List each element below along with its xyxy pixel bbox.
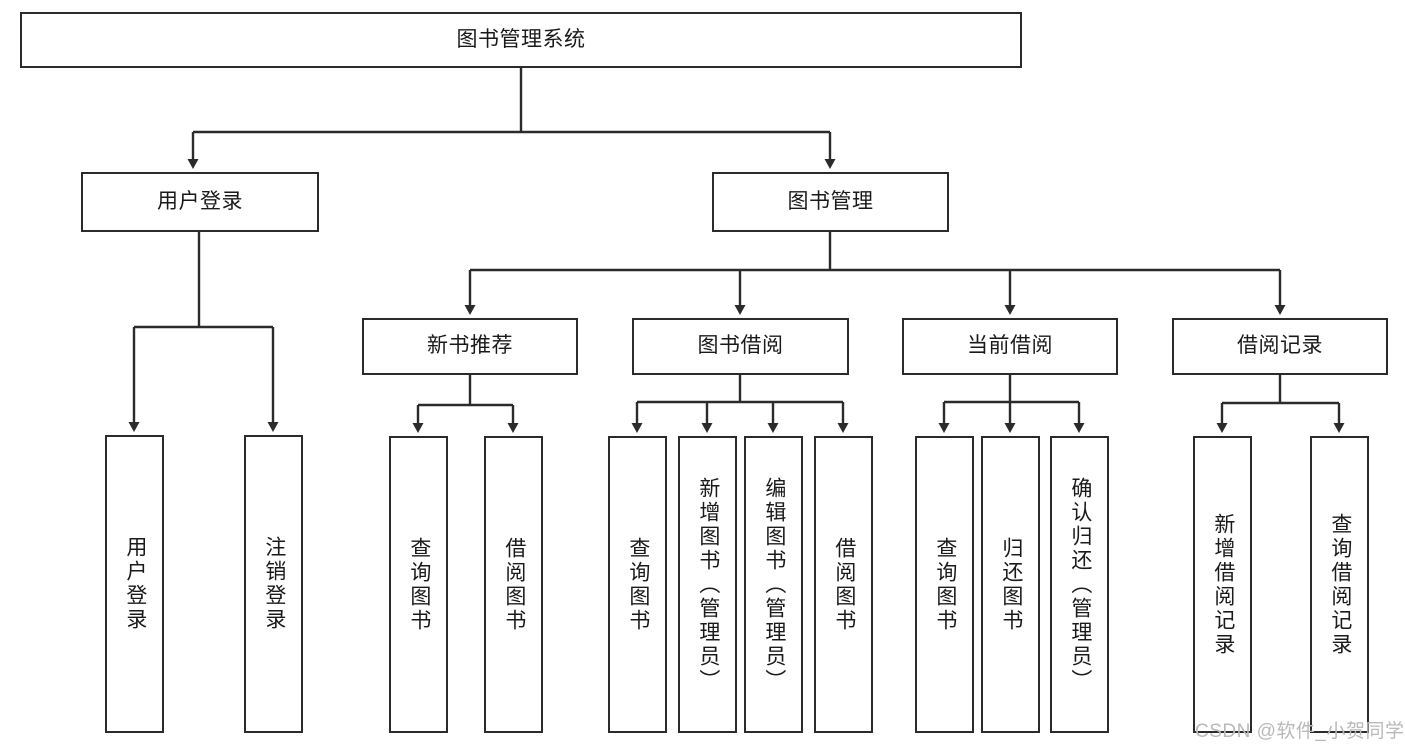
- node-new-book-recommend[interactable]: 新书推荐: [362, 318, 578, 375]
- node-book-borrow-label: 图书借阅: [697, 334, 784, 358]
- node-leaf-query-book-3[interactable]: 查询图书: [915, 436, 974, 733]
- node-book-borrow[interactable]: 图书借阅: [632, 318, 849, 375]
- node-leaf-query-book-3-label: 查询图书: [933, 536, 957, 633]
- node-leaf-query-book-2-label: 查询图书: [626, 536, 650, 633]
- node-book-manage[interactable]: 图书管理: [712, 172, 949, 232]
- node-leaf-user-login-label: 用户登录: [123, 536, 147, 632]
- node-leaf-add-book-label: 新增图书（管理员）: [696, 476, 720, 693]
- node-leaf-add-record-label: 新增借阅记录: [1211, 512, 1235, 657]
- node-leaf-borrow-book-2-label: 借阅图书: [832, 536, 856, 633]
- node-new-book-recommend-label: 新书推荐: [427, 334, 513, 358]
- node-leaf-add-record[interactable]: 新增借阅记录: [1193, 436, 1252, 733]
- node-current-borrow-label: 当前借阅: [967, 334, 1053, 358]
- node-leaf-return-book-label: 归还图书: [999, 536, 1023, 633]
- node-leaf-user-login[interactable]: 用户登录: [105, 435, 164, 733]
- node-leaf-query-book-2[interactable]: 查询图书: [608, 436, 667, 733]
- node-user-login-label: 用户登录: [157, 189, 243, 213]
- node-leaf-borrow-book-1-label: 借阅图书: [502, 536, 526, 633]
- node-leaf-query-book-1-label: 查询图书: [407, 536, 431, 633]
- node-leaf-user-logout-label: 注销登录: [262, 536, 286, 632]
- node-leaf-borrow-book-1[interactable]: 借阅图书: [484, 436, 543, 733]
- node-leaf-borrow-book-2[interactable]: 借阅图书: [814, 436, 873, 733]
- node-leaf-query-record[interactable]: 查询借阅记录: [1310, 436, 1369, 733]
- node-leaf-add-book[interactable]: 新增图书（管理员）: [678, 436, 737, 733]
- node-leaf-confirm-return[interactable]: 确认归还（管理员）: [1050, 436, 1109, 733]
- node-leaf-confirm-return-label: 确认归还（管理员）: [1068, 476, 1092, 693]
- node-leaf-user-logout[interactable]: 注销登录: [244, 435, 303, 733]
- node-leaf-edit-book-label: 编辑图书（管理员）: [762, 476, 786, 693]
- node-leaf-query-book-1[interactable]: 查询图书: [389, 436, 448, 733]
- node-leaf-return-book[interactable]: 归还图书: [981, 436, 1040, 733]
- node-user-login[interactable]: 用户登录: [81, 172, 319, 232]
- node-current-borrow[interactable]: 当前借阅: [902, 318, 1118, 375]
- node-leaf-query-record-label: 查询借阅记录: [1328, 512, 1352, 657]
- node-borrow-record[interactable]: 借阅记录: [1172, 318, 1388, 375]
- node-borrow-record-label: 借阅记录: [1237, 334, 1323, 358]
- node-book-manage-label: 图书管理: [787, 189, 874, 213]
- node-leaf-edit-book[interactable]: 编辑图书（管理员）: [744, 436, 803, 733]
- node-root-label: 图书管理系统: [456, 27, 586, 51]
- node-root[interactable]: 图书管理系统: [20, 12, 1022, 68]
